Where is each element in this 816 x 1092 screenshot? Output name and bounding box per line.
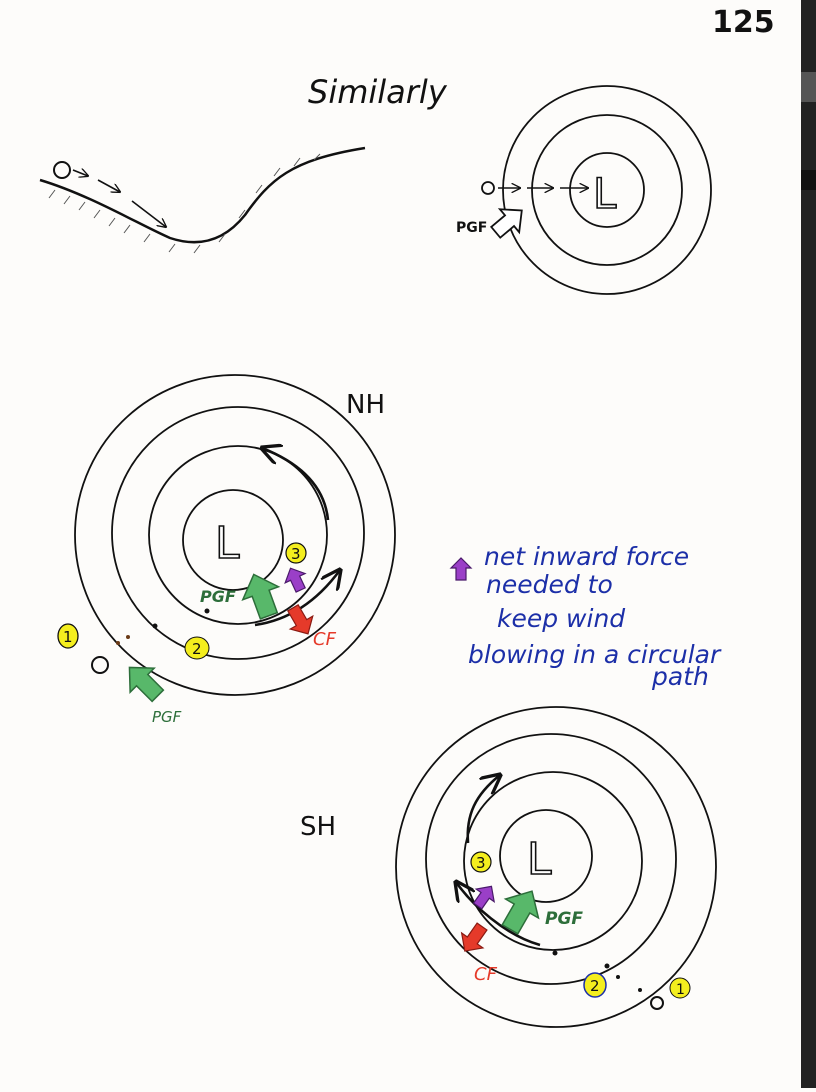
sh-pgf-arrow-icon (501, 890, 540, 935)
nh-air-parcel-icon (91, 656, 109, 674)
svg-text:2: 2 (590, 977, 600, 995)
note-line-5: path (651, 662, 709, 691)
sh-cf-arrow-icon (460, 922, 488, 952)
nh-marker-2: 2 (184, 636, 210, 660)
note-line-1: net inward force (484, 542, 689, 571)
page-title: Similarly (308, 73, 448, 111)
top-low-pressure-diagram: L PGF (456, 85, 712, 295)
sh-cf-label: CF (474, 964, 498, 985)
sh-label: SH (300, 812, 336, 842)
ball-icon (53, 161, 71, 179)
svg-text:1: 1 (676, 982, 685, 998)
nh-inner-pgf-label: PGF (200, 587, 236, 606)
page-number: 125 (712, 5, 775, 40)
nh-low-center-label: L (215, 518, 240, 569)
svg-text:2: 2 (192, 640, 202, 658)
note-line-2: needed to (486, 570, 613, 599)
sh-net-force-arrow-icon (472, 885, 496, 910)
sh-pgf-label: PGF (545, 909, 583, 929)
sh-low-center-label: L (527, 834, 552, 885)
nh-outer-pgf-arrow-icon (128, 666, 165, 703)
svg-text:3: 3 (476, 854, 486, 872)
net-force-note: net inward force needed to keep wind blo… (449, 542, 722, 691)
nh-cf-arrow-icon (286, 604, 314, 635)
nh-outer-pgf-label: PGF (152, 708, 182, 726)
nh-cf-label: CF (313, 629, 337, 650)
nh-label: NH (346, 390, 385, 420)
nh-inner-pgf-arrow-icon (241, 573, 281, 620)
nh-net-force-arrow-icon (284, 567, 307, 593)
sh-marker-1: 1 (669, 977, 691, 999)
sh-marker-3: 3 (470, 851, 492, 873)
nh-low-pressure-diagram: NH L 1 2 3 PGF (57, 374, 396, 726)
low-center-label: L (593, 169, 617, 218)
svg-text:1: 1 (63, 628, 73, 646)
note-line-4: blowing in a circular (468, 640, 722, 669)
scan-edge (801, 0, 816, 1088)
nh-marker-1: 1 (57, 623, 79, 649)
svg-text:3: 3 (291, 545, 301, 563)
nh-marker-3: 3 (285, 542, 307, 564)
air-parcel-icon (481, 181, 495, 195)
pgf-arrow-icon (489, 208, 523, 239)
sh-air-parcel-icon (650, 996, 664, 1010)
valley-sketch (39, 146, 366, 254)
sh-low-pressure-diagram: SH L 1 2 3 PGF (300, 706, 717, 1028)
pgf-label-top: PGF (456, 220, 487, 236)
sh-marker-2: 2 (583, 972, 607, 998)
note-purple-arrow-icon (449, 557, 473, 581)
note-line-3: keep wind (497, 604, 625, 633)
